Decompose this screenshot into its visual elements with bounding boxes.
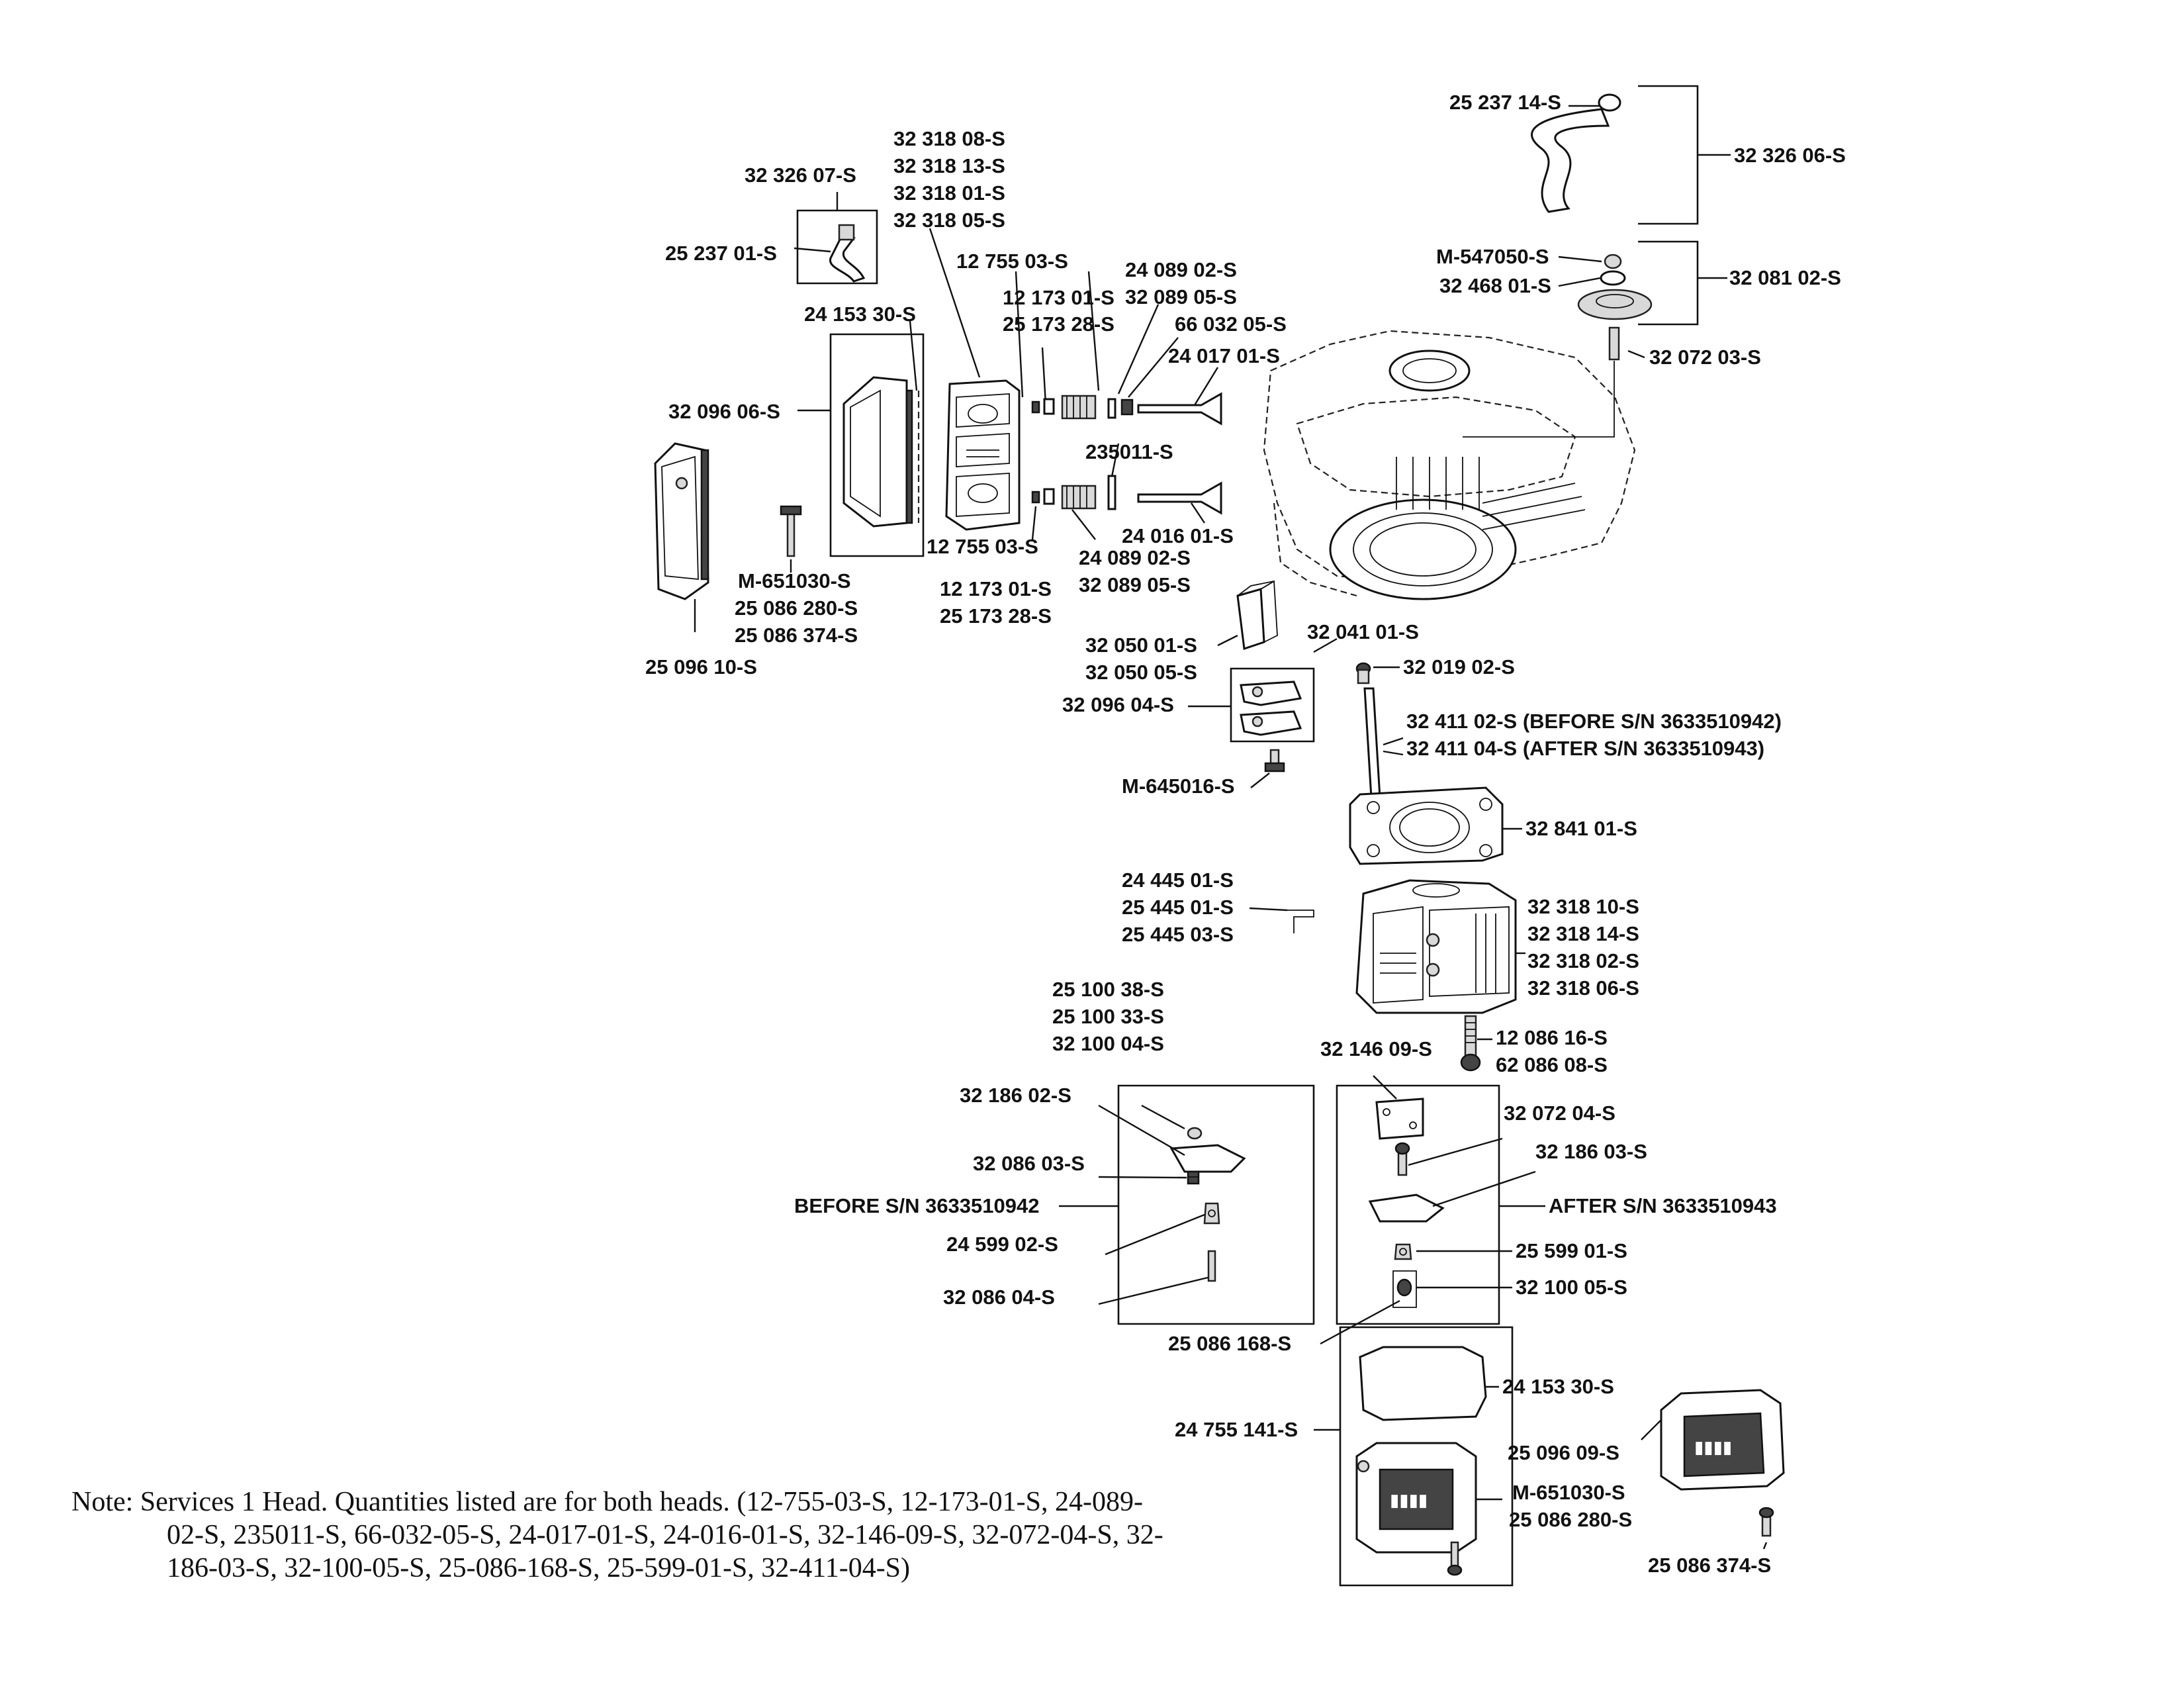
label-retainer-bot1: 12 173 01-S <box>940 577 1052 600</box>
label-spring-top2: 32 089 05-S <box>1125 285 1237 308</box>
svg-text:▮▮▮▮: ▮▮▮▮ <box>1694 1438 1732 1458</box>
label-rocker-after: 32 186 03-S <box>1535 1140 1647 1163</box>
engine-block <box>1263 330 1636 600</box>
breather-hose-assembly <box>1531 85 1731 225</box>
after-sn-group <box>1320 1075 1545 1345</box>
label-head-r3: 32 318 02-S <box>1527 949 1639 972</box>
label-plate: 32 146 09-S <box>1320 1037 1432 1060</box>
service-note: Note: Services 1 Head. Quantities listed… <box>71 1485 1296 1585</box>
label-retainer-bot2: 25 173 28-S <box>940 604 1052 628</box>
cylinder-head-left <box>929 228 1047 531</box>
callout-labels: 25 237 14-S 32 326 06-S M-547050-S 32 46… <box>645 91 1846 1577</box>
label-screw-right2: 25 086 280-S <box>1509 1508 1632 1531</box>
label-screw-left3: 25 086 374-S <box>735 624 858 647</box>
label-breather-tube-assy: 32 326 07-S <box>745 164 856 187</box>
label-stud-after: 32 072 04-S <box>1504 1102 1615 1125</box>
label-head-r1: 32 318 10-S <box>1527 895 1639 918</box>
label-pivot-before: 24 599 02-S <box>946 1233 1058 1256</box>
label-hose-clamp: 25 237 14-S <box>1449 91 1561 114</box>
label-pivot-stud: 32 086 03-S <box>973 1152 1085 1175</box>
head-bolt <box>1460 1015 1492 1072</box>
label-nut1: 25 100 38-S <box>1052 978 1164 1001</box>
label-screw-left2: 25 086 280-S <box>735 596 858 620</box>
push-rod <box>1355 662 1404 799</box>
valve-train-top <box>1031 271 1222 426</box>
label-grommet: 32 468 01-S <box>1439 274 1551 297</box>
label-bracket1: 24 445 01-S <box>1122 868 1234 892</box>
label-head-r4: 32 318 06-S <box>1527 976 1639 1000</box>
note-line-1: Note: Services 1 Head. Quantities listed… <box>71 1487 1143 1517</box>
label-head-gasket: 32 841 01-S <box>1525 817 1637 840</box>
label-head-l3: 32 318 01-S <box>893 181 1005 205</box>
label-head-l2: 32 318 13-S <box>893 154 1005 177</box>
label-push-rod-after: 32 411 04-S (AFTER S/N 3633510943) <box>1406 737 1764 760</box>
label-push-rod-guide: 32 096 04-S <box>1062 693 1174 716</box>
label-block1: 32 050 01-S <box>1085 633 1197 657</box>
label-valve-intake: 24 016 01-S <box>1122 524 1234 547</box>
note-line-2: 02-S, 235011-S, 66-032-05-S, 24-017-01-S… <box>167 1520 1163 1550</box>
label-keeper-bottom: 12 755 03-S <box>927 535 1038 558</box>
label-breather-cover: 32 081 02-S <box>1729 266 1841 289</box>
breather-cover-assembly <box>1463 240 1727 438</box>
label-spring-bot1: 24 089 02-S <box>1079 546 1191 569</box>
label-valve-cover-right: 25 096 09-S <box>1508 1441 1619 1464</box>
label-nut2: 25 100 33-S <box>1052 1005 1164 1028</box>
label-gasket-right: 24 153 30-S <box>1502 1375 1614 1398</box>
label-breather-tube: 25 237 01-S <box>665 242 777 265</box>
label-spring-bot2: 32 089 05-S <box>1079 573 1191 596</box>
label-stud-before: 32 086 04-S <box>943 1286 1055 1309</box>
label-nut3: 32 100 04-S <box>1052 1032 1164 1055</box>
label-before-sn: BEFORE S/N 3633510942 <box>794 1194 1040 1217</box>
breather-tube-assembly <box>794 192 878 285</box>
label-retainer-top: 12 173 01-S <box>1003 286 1115 309</box>
label-bracket2: 25 445 01-S <box>1122 896 1234 919</box>
label-valve-cover-left: 25 096 10-S <box>645 655 757 679</box>
label-keeper-top: 12 755 03-S <box>956 250 1068 273</box>
left-cover-group <box>797 320 925 557</box>
label-screw-after: 25 086 168-S <box>1168 1332 1291 1355</box>
svg-text:▮▮▮▮: ▮▮▮▮ <box>1390 1491 1428 1511</box>
label-rocker-before: 32 186 02-S <box>960 1084 1071 1107</box>
valve-cover-assembly: ▮▮▮▮ <box>1314 1326 1514 1587</box>
valve-cover-right: ▮▮▮▮ <box>1641 1389 1785 1550</box>
label-push-rod-before: 32 411 02-S (BEFORE S/N 3633510942) <box>1406 710 1782 733</box>
label-rod-screw: 32 019 02-S <box>1403 655 1515 679</box>
label-block2: 32 050 05-S <box>1085 661 1197 684</box>
label-screw-left1: M-651030-S <box>738 569 851 592</box>
label-spring-top1: 24 089 02-S <box>1125 258 1237 281</box>
label-screw-right3: 25 086 374-S <box>1648 1554 1771 1577</box>
label-nut-after: 32 100 05-S <box>1516 1276 1627 1299</box>
label-head-bolt1: 12 086 16-S <box>1496 1026 1608 1049</box>
note-line-3: 186-03-S, 32-100-05-S, 25-086-168-S, 25-… <box>167 1553 911 1583</box>
label-head-l4: 32 318 05-S <box>893 209 1005 232</box>
push-rod-guide-group <box>1188 580 1338 788</box>
label-nut-top: M-547050-S <box>1436 245 1549 268</box>
label-gasket-left: 24 153 30-S <box>804 303 916 326</box>
before-sn-group <box>1059 1084 1315 1325</box>
label-head-l1: 32 318 08-S <box>893 127 1005 150</box>
label-bracket3: 25 445 03-S <box>1122 923 1234 946</box>
label-screw-right1: M-651030-S <box>1512 1481 1625 1504</box>
head-gasket <box>1349 786 1522 865</box>
label-rod-seal: 32 041 01-S <box>1307 620 1419 643</box>
label-after-sn: AFTER S/N 3633510943 <box>1549 1194 1777 1217</box>
label-pivot-after: 25 599 01-S <box>1516 1239 1627 1262</box>
label-cover-assy: 24 755 141-S <box>1175 1418 1298 1441</box>
label-head-r2: 32 318 14-S <box>1527 922 1639 945</box>
label-cover-left: 32 096 06-S <box>668 400 780 423</box>
label-valve-guide: 235011-S <box>1085 440 1173 463</box>
label-seal-top: 66 032 05-S <box>1175 312 1287 336</box>
label-head-bolt2: 62 086 08-S <box>1496 1053 1608 1076</box>
valve-train-bottom <box>1031 443 1222 540</box>
label-stud: 32 072 03-S <box>1649 346 1761 369</box>
cylinder-head-right <box>1249 879 1525 1014</box>
label-screw-guide: M-645016-S <box>1122 774 1235 798</box>
label-retainer-top2: 25 173 28-S <box>1003 312 1115 336</box>
label-valve-exhaust: 24 017 01-S <box>1168 344 1280 367</box>
label-breather-hose-assy: 32 326 06-S <box>1734 144 1846 167</box>
valve-cover-left <box>654 442 802 632</box>
